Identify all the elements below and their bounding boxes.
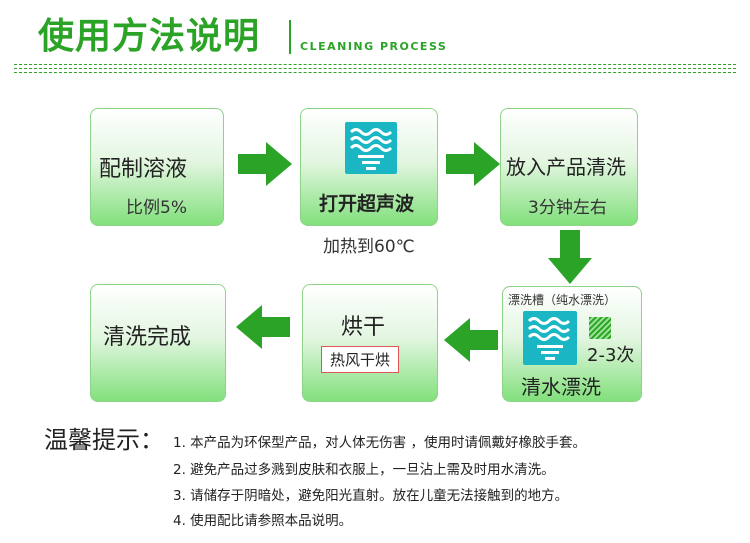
tip-item: 3. 请储存于阴暗处，避免阳光直射。放在儿童无法接触到的地方。 <box>173 488 569 504</box>
rinse-wave-icon <box>523 311 577 365</box>
step-title: 烘干 <box>341 315 386 340</box>
step-box-complete: 清洗完成 <box>90 284 226 402</box>
step-title: 配制溶液 <box>99 157 188 182</box>
ultrasonic-wave-icon <box>345 122 397 174</box>
step-title: 打开超声波 <box>319 193 415 215</box>
arrow-right-icon <box>238 142 292 186</box>
step-box-wash: 放入产品清洗 3分钟左右 <box>500 108 638 226</box>
title-divider <box>289 20 291 54</box>
tip-item: 2. 避免产品过多溅到皮肤和衣服上，一旦沾上需及时用水清洗。 <box>173 462 555 478</box>
arrow-left-icon <box>236 305 290 349</box>
header-rule-1 <box>14 64 736 65</box>
step-subtitle: 比例5% <box>126 198 187 218</box>
header-rule-3 <box>14 72 736 73</box>
tip-item: 4. 使用配比请参照本品说明。 <box>173 513 353 529</box>
stripe-pattern-icon <box>589 317 611 339</box>
rinse-count: 2-3次 <box>587 345 635 366</box>
hot-air-label: 热风干烘 <box>321 346 400 373</box>
step-box-dry: 烘干 热风干烘 <box>302 284 438 402</box>
header-rule-2 <box>14 68 736 69</box>
tip-item: 1. 本产品为环保型产品，对人体无伤害 ，使用时请佩戴好橡胶手套。 <box>173 435 586 451</box>
step-title: 清水漂洗 <box>521 375 601 399</box>
tips-title: 温馨提示： <box>44 426 164 454</box>
arrow-down-icon <box>548 230 592 284</box>
step-box-prepare: 配制溶液 比例5% <box>90 108 224 226</box>
page-subtitle: CLEANING PROCESS <box>300 40 448 53</box>
arrow-left-icon <box>444 318 498 362</box>
step-header: 漂洗槽（纯水漂洗） <box>508 293 617 307</box>
step-title: 放入产品清洗 <box>506 155 626 179</box>
step-subtitle: 3分钟左右 <box>528 198 607 218</box>
step-box-ultrasonic: 打开超声波 <box>300 108 438 226</box>
step-box-rinse: 漂洗槽（纯水漂洗） 2-3次 清水漂洗 <box>502 286 642 402</box>
arrow-right-icon <box>446 142 500 186</box>
page-title: 使用方法说明 <box>38 16 261 57</box>
step-note: 加热到60℃ <box>323 237 415 257</box>
step-title: 清洗完成 <box>103 325 192 350</box>
